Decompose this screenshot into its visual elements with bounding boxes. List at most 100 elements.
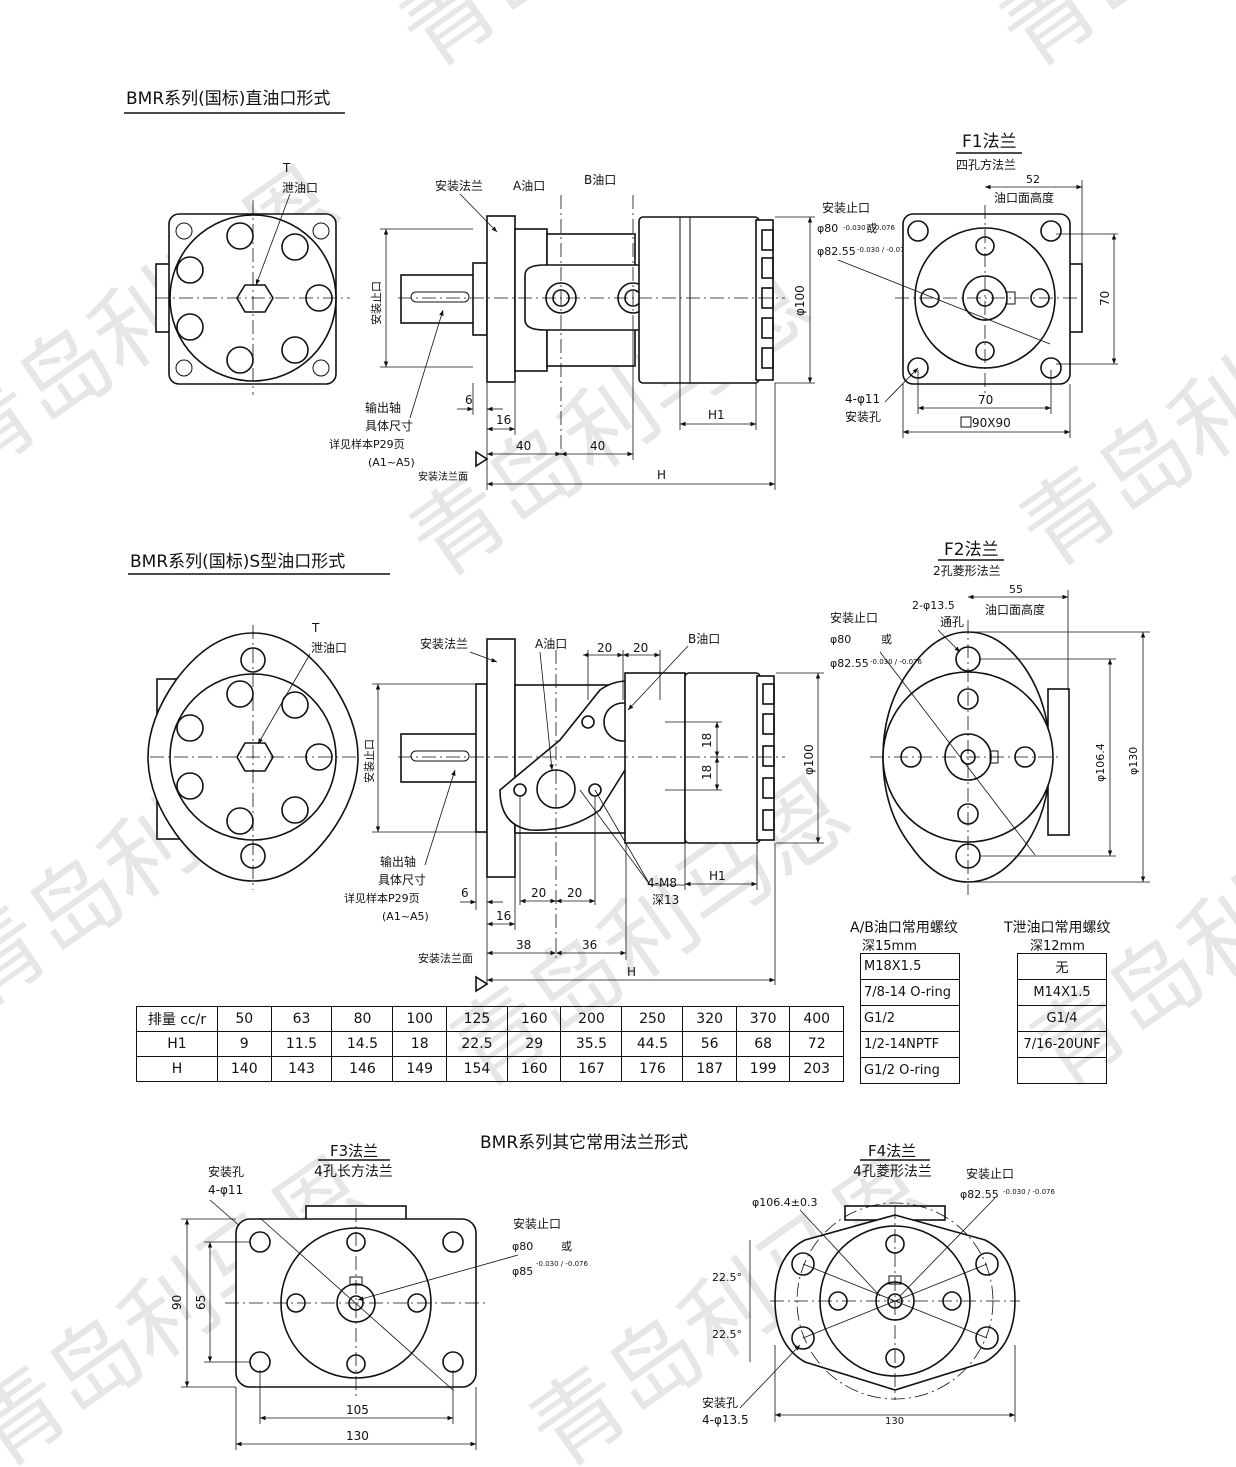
table-cell: 68 (735, 1031, 791, 1057)
shaft-label-4: (A1~A5) (382, 910, 429, 923)
table-cell: 9 (217, 1031, 272, 1057)
table-cell: 154 (445, 1056, 508, 1082)
thread-cell: 无 (1017, 953, 1107, 980)
f4-holes-label-1: 安装孔 (702, 1395, 738, 1410)
mount-face-label: 安装法兰面 (418, 951, 473, 965)
f4-subtitle: 4孔菱形法兰 (853, 1164, 932, 1180)
datum-marker (475, 975, 489, 993)
list-item: 7/8-14 O-ring (860, 979, 960, 1006)
thread-cell: G1/2 O-ring (860, 1057, 960, 1084)
body-dia: φ100 (802, 744, 816, 775)
pilot-step (475, 683, 488, 833)
table-cell: 80 (331, 1006, 394, 1032)
table-cell: 160 (506, 1006, 562, 1032)
pilot-or: 或 (881, 633, 892, 646)
dim-70-horizontal: 70 (978, 393, 993, 407)
list-item: 7/16-20UNF (1017, 1031, 1107, 1058)
end-cover (756, 675, 775, 841)
pilot-vertical-label: 安装止口 (362, 739, 376, 783)
pilot-dim2: φ82.55 (817, 245, 856, 258)
shaft-label-3: 详见样本P29页 (329, 437, 405, 451)
section-2: BMR系列(国标)S型油口形式 T 泄油口 (128, 540, 1150, 993)
dim-6: 6 (461, 886, 469, 900)
f1-flange-view: F1法兰 四孔方法兰 52 油口面高度 70 (837, 132, 1118, 438)
pilot-dim2: φ82.55 (830, 657, 869, 670)
front-view: T 泄油口 (155, 161, 350, 395)
f3-pilot-1: φ80 (512, 1240, 533, 1253)
list-item: G1/4 (1017, 1005, 1107, 1032)
table-cell: 187 (682, 1056, 737, 1082)
dim-70-vertical: 70 (1098, 291, 1112, 306)
table-cell: 143 (270, 1056, 333, 1082)
thread-cell: M14X1.5 (1017, 979, 1107, 1006)
shaft-key (410, 291, 470, 303)
holes-label-1: 4-φ11 (845, 392, 880, 406)
dim-38: 38 (516, 938, 531, 952)
f4-title: F4法兰 (868, 1142, 916, 1160)
f2-flange-view: F2法兰 2孔菱形法兰 55 油口面高度 2-φ13.5 通孔 安装止口 φ80… (830, 540, 1150, 895)
f3-dim-65: 65 (194, 1295, 208, 1310)
pilot-dim1: φ80 (830, 633, 851, 646)
dim-40a: 40 (516, 439, 531, 453)
square-size: 90X90 (972, 416, 1011, 430)
mount-hole (312, 359, 330, 377)
section-title: BMR系列其它常用法兰形式 (480, 1133, 688, 1153)
b-port-label: B油口 (688, 632, 720, 646)
dim-h1: H1 (708, 408, 725, 422)
f3-pilot-tol: -0.030 / -0.076 (536, 1260, 588, 1268)
mount-flange (486, 638, 516, 878)
list-item: 无 (1017, 953, 1107, 980)
b-port-label: B油口 (584, 173, 616, 187)
section-title: BMR系列(国标)S型油口形式 (130, 552, 345, 572)
f4-angle-1: 22.5° (712, 1271, 742, 1284)
thread-cell: G1/2 (860, 1005, 960, 1032)
f4-flange-view: F4法兰 4孔菱形法兰 安装止口 φ82.55 -0.030 / -0.076 … (702, 1142, 1055, 1427)
f3-holes-label-1: 安装孔 (208, 1164, 244, 1179)
t-port-letter: T (282, 161, 291, 175)
f4-pilot-label: 安装止口 (966, 1166, 1014, 1181)
shaft-label-1: 输出轴 (380, 854, 416, 869)
pilot-tol: -0.030 / -0.076 (870, 658, 922, 666)
table-cell: 100 (392, 1006, 447, 1032)
mount-flange-label: 安装法兰 (420, 636, 468, 651)
dim-h: H (657, 468, 666, 482)
table-cell: 200 (560, 1006, 623, 1032)
section-1: BMR系列(国标)直油口形式 T 泄油口 (124, 89, 1118, 490)
watermark: 青岛利马恩 (981, 0, 1236, 88)
shaft-label-3: 详见样本P29页 (344, 891, 420, 905)
dim-40b: 40 (590, 439, 605, 453)
table-cell: 167 (560, 1056, 623, 1082)
table-cell: 63 (270, 1006, 333, 1032)
dim-36: 36 (582, 938, 597, 952)
side-view: 安装法兰 A油口 B油口 20 20 18 18 安装止口 (344, 632, 824, 993)
dim-h1: H1 (709, 869, 726, 883)
f3-dim-90: 90 (170, 1295, 184, 1310)
table-cell: 44.5 (621, 1031, 684, 1057)
pilot-step (472, 262, 488, 336)
table-cell: 250 (621, 1006, 684, 1032)
dim-16: 16 (496, 909, 511, 923)
mount-flange-label: 安装法兰 (435, 178, 483, 193)
table-cell: 18 (392, 1031, 447, 1057)
list-item: G1/2 (860, 1005, 960, 1032)
dim-18a: 18 (700, 733, 714, 748)
side-view: 安装法兰 A油口 B油口 安装止口 φ80 -0.030 / -0.076 或 … (329, 173, 909, 490)
through-holes-label-1: 2-φ13.5 (912, 599, 955, 612)
table-cell: 29 (506, 1031, 562, 1057)
thread-cell: 7/16-20UNF (1017, 1031, 1107, 1058)
pilot-label: 安装止口 (830, 610, 878, 625)
f3-holes-label-2: 4-φ11 (208, 1183, 243, 1197)
dim-6: 6 (465, 393, 473, 407)
row-header-cell: H1 (136, 1031, 218, 1057)
table-cell: 149 (392, 1056, 447, 1082)
mount-hole (175, 359, 193, 377)
table-cell: 22.5 (445, 1031, 508, 1057)
shaft-label-1: 输出轴 (365, 400, 401, 415)
f3-flange-view: F3法兰 4孔长方法兰 安装孔 4-φ11 安装止口 φ80 或 φ85 -0.… (170, 1142, 588, 1450)
list-item: M18X1.5 (860, 953, 960, 980)
table-cell: 146 (331, 1056, 394, 1082)
